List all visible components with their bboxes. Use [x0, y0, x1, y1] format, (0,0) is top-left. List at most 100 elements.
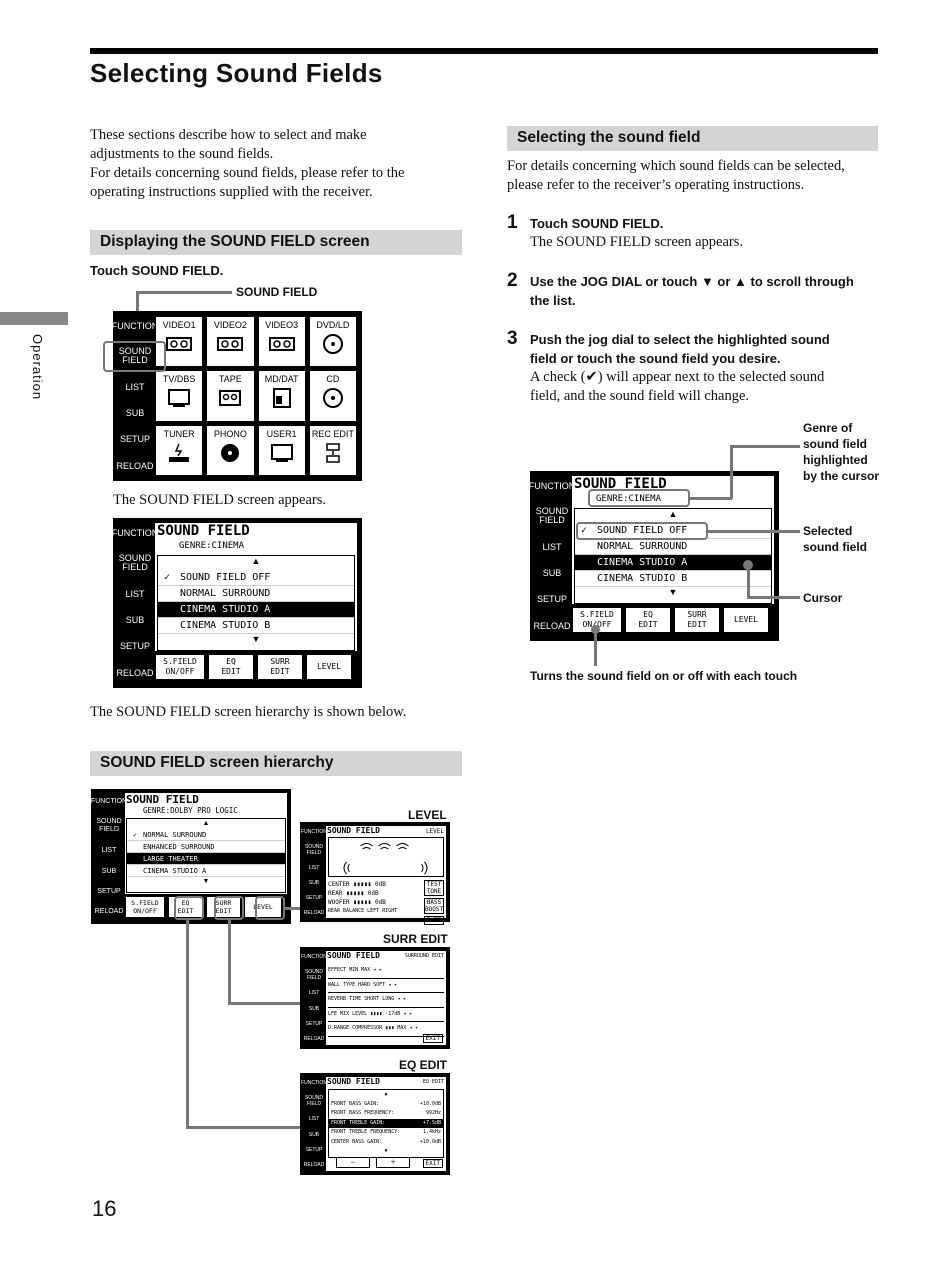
exit-button[interactable]: EXIT — [422, 1034, 443, 1043]
genre-label: GENRE:CINEMA — [179, 541, 245, 551]
source-tuner[interactable]: TUNER — [155, 424, 204, 476]
list-item[interactable]: NORMAL SURROUND — [158, 586, 354, 602]
scroll-up-icon[interactable]: ▲ — [668, 509, 678, 519]
tuner-icon — [169, 443, 190, 462]
level-button[interactable]: LEVEL — [306, 654, 352, 680]
side-setup[interactable]: SETUP — [119, 434, 150, 445]
screen-title: SOUND FIELD — [574, 476, 667, 492]
source-video3[interactable]: VIDEO3 — [257, 316, 306, 368]
list-item[interactable]: ✓NORMAL SURROUND — [127, 829, 285, 841]
speaker-icon — [343, 843, 428, 875]
scroll-up-icon[interactable]: ▲ — [251, 556, 261, 566]
source-md-dat[interactable]: MD/DAT — [257, 370, 306, 422]
onoff-callout: Turns the sound field on or off with eac… — [530, 669, 798, 683]
list-item[interactable]: CINEMA STUDIO B — [575, 571, 771, 587]
cassette-icon — [166, 337, 193, 351]
step-1: Touch SOUND FIELD. The SOUND FIELD scree… — [530, 216, 744, 250]
list-item[interactable]: LARGE THEATER — [127, 853, 285, 865]
section-header-display: Displaying the SOUND FIELD screen — [90, 230, 462, 255]
side-list[interactable]: LIST — [542, 541, 562, 552]
cursor-callout: Cursor — [803, 591, 843, 605]
side-tab: Operation — [30, 334, 45, 401]
list-item[interactable]: CINEMA STUDIO A — [158, 602, 354, 618]
source-rec-edit[interactable]: REC EDIT — [308, 424, 357, 476]
tape-icon — [219, 390, 242, 407]
step-number: 2 — [507, 270, 518, 291]
sound-field-list: ▲ ✓SOUND FIELD OFF NORMAL SURROUND CINEM… — [574, 508, 772, 604]
source-tv-dbs[interactable]: TV/DBS — [155, 370, 204, 422]
monitor-icon — [270, 443, 293, 462]
side-function[interactable]: FUNCTION — [111, 528, 159, 539]
side-reload[interactable]: RELOAD — [116, 667, 154, 678]
side-reload[interactable]: RELOAD — [533, 620, 571, 631]
bass-boost-button[interactable]: BASS BOOST — [424, 898, 444, 914]
list-item[interactable]: CINEMA STUDIO A — [575, 555, 771, 571]
side-sub[interactable]: SUB — [542, 568, 562, 579]
side-list[interactable]: LIST — [125, 381, 145, 392]
step-2: Use the JOG DIAL or touch ▼ or ▲ to scro… — [530, 274, 854, 308]
exit-button[interactable]: EXIT — [424, 916, 444, 925]
plus-button[interactable]: + — [376, 1157, 410, 1168]
source-cd[interactable]: CD — [308, 370, 357, 422]
side-sub[interactable]: SUB — [125, 408, 145, 419]
side-list[interactable]: LIST — [125, 588, 145, 599]
cassette-icon — [268, 337, 295, 351]
side-tab-bar — [0, 312, 68, 325]
test-tone-button[interactable]: TEST TONE — [424, 880, 444, 896]
cassette-icon — [217, 337, 244, 351]
list-item[interactable]: ENHANCED SURROUND — [127, 841, 285, 853]
sound-field-callout-label: SOUND FIELD — [236, 285, 318, 299]
surr-edit-label: SURR EDIT — [383, 932, 448, 946]
side-setup[interactable]: SETUP — [536, 594, 567, 605]
minus-button[interactable]: − — [336, 1157, 370, 1168]
speaker-layout — [328, 837, 444, 877]
side-sub[interactable]: SUB — [125, 615, 145, 626]
side-setup[interactable]: SETUP — [119, 641, 150, 652]
source-tape[interactable]: TAPE — [206, 370, 255, 422]
sound-field-list: ▲ ✓SOUND FIELD OFF NORMAL SURROUND CINEM… — [157, 555, 355, 651]
level-button[interactable]: LEVEL — [723, 607, 769, 633]
scroll-down-icon[interactable]: ▼ — [251, 634, 261, 644]
section-header-hierarchy: SOUND FIELD screen hierarchy — [90, 751, 462, 776]
side-reload[interactable]: RELOAD — [116, 460, 154, 471]
minidisc-icon — [272, 388, 291, 409]
side-function[interactable]: FUNCTION — [111, 321, 159, 332]
screen-appears-text: The SOUND FIELD screen appears. — [113, 492, 327, 508]
list-item[interactable]: NORMAL SURROUND — [575, 539, 771, 555]
source-dvd-ld[interactable]: DVD/LD — [308, 316, 357, 368]
sound-field-highlight — [103, 341, 166, 372]
scroll-down-icon[interactable]: ▼ — [668, 587, 678, 597]
section-header-select: Selecting the sound field — [507, 126, 878, 151]
source-video2[interactable]: VIDEO2 — [206, 316, 255, 368]
source-phono[interactable]: PHONO — [206, 424, 255, 476]
disc-icon — [322, 388, 343, 409]
page-number: 16 — [92, 1196, 117, 1221]
list-item[interactable]: ✓SOUND FIELD OFF — [158, 570, 354, 586]
screen-title: SOUND FIELD — [157, 523, 250, 539]
tv-icon — [168, 389, 191, 408]
step-3: Push the jog dial to select the highligh… — [530, 332, 830, 404]
list-item[interactable]: CINEMA STUDIO B — [158, 618, 354, 634]
list-item[interactable]: CINEMA STUDIO A — [127, 865, 285, 877]
intro-text: These sections describe how to select an… — [90, 127, 405, 200]
source-user1[interactable]: USER1 — [257, 424, 306, 476]
rec-edit-icon — [326, 442, 340, 463]
side-function[interactable]: FUNCTION — [528, 481, 576, 492]
side-sound-field[interactable]: SOUND FIELD — [118, 346, 152, 366]
step-number: 1 — [507, 212, 518, 233]
side-sound-field[interactable]: SOUND FIELD — [535, 506, 569, 526]
side-sound-field[interactable]: SOUND FIELD — [118, 553, 152, 573]
function-menu-screen: FUNCTION SOUND FIELD LIST SUB SETUP RELO… — [111, 311, 362, 481]
exit-button[interactable]: EXIT — [422, 1159, 443, 1168]
